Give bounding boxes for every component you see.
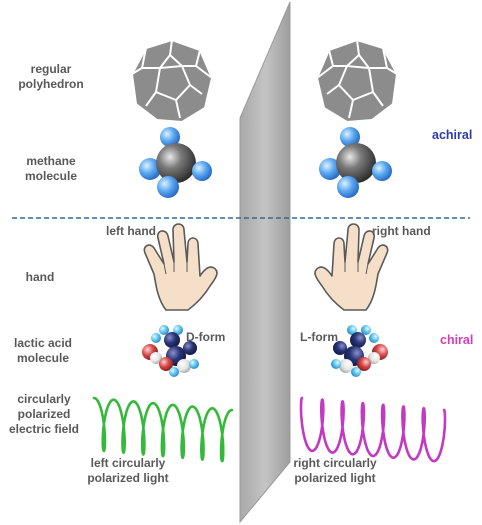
label-methane: methane molecule [6,154,96,184]
tag-achiral: achiral [432,128,473,142]
label-d-form: D-form [186,330,226,344]
methane-right [319,127,392,198]
tag-chiral: chiral [440,333,474,347]
label-right-hand: right hand [372,224,431,238]
label-hand: hand [6,270,74,285]
label-methane-line2: molecule [24,169,78,183]
label-lactic-line1: lactic acid [13,336,73,350]
label-polyhedron-line2: polyhedron [18,77,84,91]
label-right-light: right circularly polarized light [280,456,390,486]
label-right-light-line1: right circularly [293,456,377,470]
helix-path [299,396,447,463]
helix-left-icon [92,396,234,463]
label-light-line1: circularly [17,392,71,406]
label-polyhedron-line1: regular [30,62,72,76]
label-left-hand: left hand [106,224,156,238]
mirror-plane [239,1,291,524]
label-light-line3: electric field [8,422,80,436]
label-methane-line1: methane [26,154,76,168]
methane-left [139,127,212,198]
label-left-light-line2: polarized light [87,471,169,485]
label-left-light-line1: left circularly [90,456,166,470]
polyhedron-left [131,39,213,123]
label-light-line2: polarized [17,407,71,421]
lactic-acid-l-form [331,325,388,377]
label-light: circularly polarized electric field [2,392,86,437]
polyhedron-right [316,39,398,123]
label-lactic: lactic acid molecule [4,336,82,366]
label-hand-text: hand [25,270,55,284]
label-polyhedron: regular polyhedron [6,62,96,92]
helix-right-icon [299,396,447,463]
label-lactic-line2: molecule [16,351,70,365]
helix-path [92,396,234,463]
label-left-light: left circularly polarized light [76,456,180,486]
label-right-light-line2: polarized light [294,471,376,485]
label-l-form: L-form [300,330,338,344]
